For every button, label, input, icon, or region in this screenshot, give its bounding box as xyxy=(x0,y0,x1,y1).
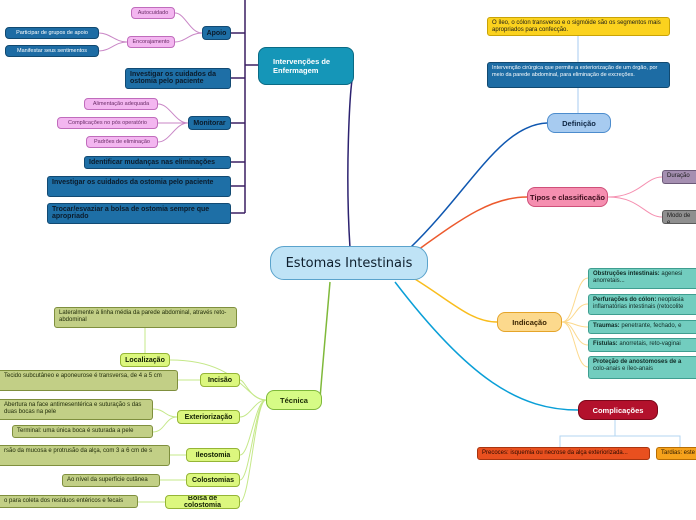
complicacoes-precoces[interactable]: Precoces: isquemia ou necrose da alça ex… xyxy=(477,447,650,460)
link-ext-text2 xyxy=(152,416,178,433)
incisao-text[interactable]: Tecido subcutâneo e aponeurose é transve… xyxy=(0,370,178,391)
intervencoes-node[interactable]: Intervenções de Enfermagem xyxy=(258,47,354,85)
identificar-mudancas-node[interactable]: Identificar mudanças nas eliminações xyxy=(84,156,231,169)
colostomias-text[interactable]: Ao nível da superfície cutânea xyxy=(62,474,160,487)
exteriorizacao-text-2[interactable]: Terminal: uma única boca é suturada a pe… xyxy=(12,425,153,438)
monitorar-node[interactable]: Monitorar xyxy=(188,116,231,130)
link-duracao xyxy=(607,176,663,198)
ileostomia-node[interactable]: Ileostomia xyxy=(186,448,240,462)
complicacoes-pos-node[interactable]: Complicações no pós operatório xyxy=(57,117,158,129)
link-ind-2 xyxy=(561,303,589,323)
ileostomia-text[interactable]: rsão da mucosa e protrusão da alça, com … xyxy=(0,445,170,466)
indicacao-item-traumas[interactable]: Traumas: penetrante, fechado, e xyxy=(588,320,696,334)
definicao-text-intervencao[interactable]: Intervenção cirúrgica que permite a exte… xyxy=(487,62,670,88)
indicacao-item-text: agenesi anorretais... xyxy=(593,271,683,284)
participar-node[interactable]: Participar de grupos de apoio xyxy=(5,27,99,39)
investigar-cuidados-node-2[interactable]: Investigar os cuidados da ostomia pelo p… xyxy=(47,176,231,197)
incisao-node[interactable]: Incisão xyxy=(200,373,240,387)
bolsa-colostomia-node[interactable]: Bolsa de colostomia xyxy=(165,495,240,509)
autocuidado-node[interactable]: Autocuidado xyxy=(131,7,175,19)
link-autocuidado xyxy=(174,12,203,34)
exteriorizacao-node[interactable]: Exteriorização xyxy=(177,410,240,424)
indicacao-item-obstrucoes[interactable]: Obstruções intestinais: agenesi anorreta… xyxy=(588,268,696,289)
indicacao-item-perfuracoes[interactable]: Perfurações do cólon: neoplasia inflamat… xyxy=(588,294,696,315)
trocar-bolsa-node[interactable]: Trocar/esvaziar a bolsa de ostomia sempr… xyxy=(47,203,231,224)
link-modo xyxy=(607,196,663,218)
indicacao-node[interactable]: Indicação xyxy=(497,312,562,332)
link-tardias xyxy=(615,435,681,447)
link-alimentacao xyxy=(157,103,189,124)
link-encorajamento xyxy=(174,32,203,43)
link-indicacao xyxy=(409,275,498,323)
indicacao-item-bold: Fístulas: xyxy=(593,341,618,347)
indicacao-item-fistulas[interactable]: Fístulas: anorretais, reto-vaginai xyxy=(588,338,696,352)
indicacao-item-text: penetrante, fechado, e xyxy=(619,323,682,329)
indicacao-item-text: neoplasia inflamatórias intestinais (ret… xyxy=(593,297,684,310)
localizacao-node[interactable]: Localização xyxy=(120,353,170,367)
link-intervencoes xyxy=(347,79,353,249)
indicacao-item-text: anorretais, reto-vaginai xyxy=(617,341,681,347)
encorajamento-node[interactable]: Encorajamento xyxy=(127,36,175,48)
investigar-cuidados-node-1[interactable]: Investigar os cuidados da ostomia pelo p… xyxy=(125,68,231,89)
indicacao-item-bold: Perfurações do cólon: xyxy=(593,297,657,303)
link-complicacoes xyxy=(394,281,579,411)
link-definicao xyxy=(409,122,548,249)
exteriorizacao-text-1[interactable]: Abertura na face antimesentérica e sutur… xyxy=(0,399,153,420)
tecnica-node[interactable]: Técnica xyxy=(266,390,322,410)
localizacao-text[interactable]: Lateralmente à linha média da parede abd… xyxy=(54,307,237,328)
padroes-node[interactable]: Padrões de eliminação xyxy=(86,136,158,148)
precoces-prefix: Pre xyxy=(482,450,492,456)
definicao-text-segments[interactable]: O íleo, o cólon transverso e o sigmóide … xyxy=(487,17,670,36)
link-participar xyxy=(98,32,128,43)
alimentacao-node[interactable]: Alimentação adequada xyxy=(84,98,158,110)
link-ext-text1 xyxy=(152,408,178,418)
indicacao-item-text: colo-anais e íleo-anais xyxy=(593,366,654,372)
complicacoes-tardias[interactable]: Tardias: este xyxy=(656,447,696,460)
complicacoes-node[interactable]: Complicações xyxy=(578,400,658,420)
link-tipos xyxy=(414,196,528,253)
link-manifestar xyxy=(98,41,128,52)
link-ind-1 xyxy=(561,277,589,323)
tipos-node[interactable]: Tipos e classificação xyxy=(527,187,608,207)
link-padroes xyxy=(157,122,189,143)
link-colostomias xyxy=(239,399,267,481)
bolsa-colostomia-text[interactable]: o para coleta dos resíduos entéricos e f… xyxy=(0,495,138,508)
apoio-node[interactable]: Apoio xyxy=(202,26,231,40)
link-tecnica xyxy=(319,281,331,401)
precoces-text: coces: isquemia ou necrose da alça exter… xyxy=(491,450,628,456)
link-bolsa xyxy=(239,399,267,503)
link-incisao xyxy=(239,379,267,401)
indicacao-item-protecao[interactable]: Proteção de anostomoses de a colo-anais … xyxy=(588,356,696,379)
definicao-node[interactable]: Definição xyxy=(547,113,611,133)
colostomias-node[interactable]: Colostomias xyxy=(186,473,240,487)
indicacao-item-bold: Traumas: xyxy=(593,323,620,329)
duracao-node[interactable]: Duração xyxy=(662,170,696,184)
link-precoces xyxy=(559,420,616,447)
central-topic[interactable]: Estomas Intestinais xyxy=(270,246,428,280)
manifestar-node[interactable]: Manifestar seus sentimentos xyxy=(5,45,99,57)
modo-node[interactable]: Modo de e xyxy=(662,210,696,224)
indicacao-item-bold: Obstruções intestinais: xyxy=(593,271,660,277)
link-ind-5 xyxy=(561,321,589,368)
link-ind-4 xyxy=(561,321,589,346)
indicacao-item-bold: Proteção de anostomoses de a xyxy=(593,359,682,365)
